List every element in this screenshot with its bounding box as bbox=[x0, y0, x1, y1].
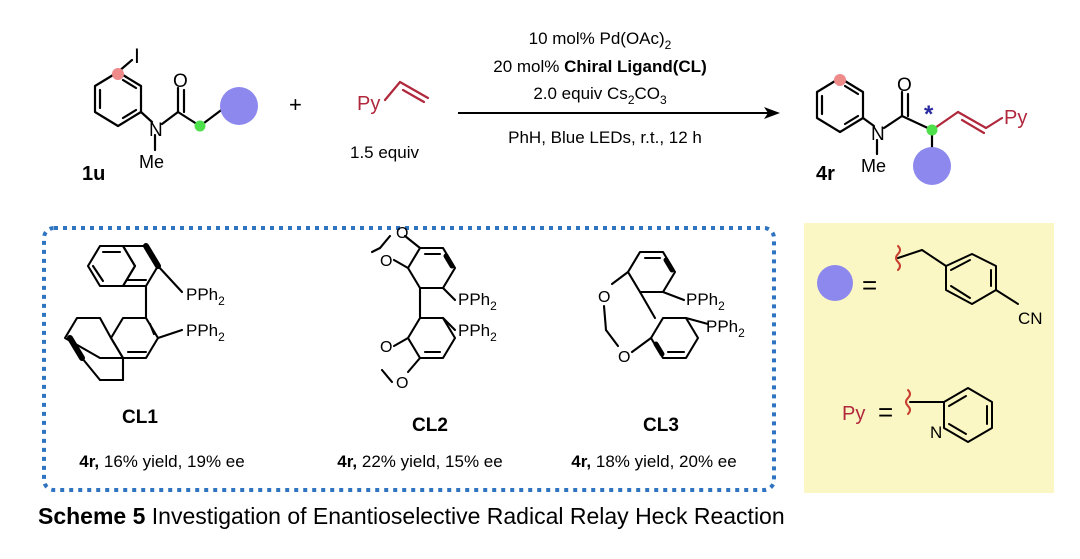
substrate-label: 1u bbox=[82, 163, 105, 185]
conditions-line4: PhH, Blue LEDs, r.t., 12 h bbox=[508, 128, 702, 147]
conditions-line2: 20 mol% Chiral Ligand(CL) bbox=[493, 57, 706, 76]
cl3-name: CL3 bbox=[643, 415, 679, 436]
cl2-pph2-bottom: PPh2 bbox=[458, 321, 497, 344]
green-dot-product bbox=[926, 124, 938, 136]
legend-equals-1: = bbox=[862, 270, 877, 300]
cl2-name: CL2 bbox=[412, 415, 448, 436]
scheme-caption: Scheme 5 Investigation of Enantioselecti… bbox=[38, 503, 785, 530]
cl3-pph2-bottom: PPh2 bbox=[706, 317, 745, 340]
stereo-mark: * bbox=[924, 101, 934, 128]
blue-dot-substituent bbox=[220, 87, 258, 125]
substrate-methyl: Me bbox=[139, 152, 164, 172]
legend-box bbox=[804, 223, 1054, 493]
cl3-result: 4r, 18% yield, 20% ee bbox=[571, 452, 736, 471]
ligand-cl1-structure bbox=[63, 243, 184, 382]
caption-bold: Scheme 5 bbox=[38, 503, 146, 529]
caption-text: Investigation of Enantioselective Radica… bbox=[145, 503, 785, 529]
product-methyl: Me bbox=[861, 156, 886, 176]
blue-dot-product bbox=[913, 147, 951, 185]
legend-pyridine bbox=[905, 387, 993, 443]
ligand-cl2-structure bbox=[370, 234, 457, 384]
product-4r bbox=[815, 76, 934, 156]
product-nitrogen: N bbox=[871, 124, 885, 145]
alkene-bonds bbox=[383, 80, 430, 104]
reaction-arrowhead bbox=[764, 107, 780, 119]
ligand-box bbox=[42, 226, 776, 492]
ligand-cl3-structure bbox=[602, 250, 710, 360]
cl3-oxygen-1: O bbox=[598, 289, 610, 306]
substrate-nitrogen: N bbox=[149, 120, 163, 141]
substrate-oxygen: O bbox=[173, 71, 188, 92]
cl3-oxygen-2: O bbox=[618, 349, 630, 366]
green-dot-alpha bbox=[194, 120, 206, 132]
plus-sign: + bbox=[289, 92, 302, 117]
product-oxygen: O bbox=[897, 75, 912, 96]
legend-cn: CN bbox=[1018, 309, 1043, 328]
legend-equals-2: = bbox=[878, 397, 893, 427]
cl2-oxygen-4: O bbox=[396, 375, 408, 392]
alkene-equiv: 1.5 equiv bbox=[350, 143, 419, 162]
substrate-iodo: I bbox=[134, 45, 140, 68]
legend-pyridine-nitrogen: N bbox=[930, 423, 942, 442]
cl2-oxygen-3: O bbox=[380, 339, 392, 356]
cl1-pph2-top: PPh2 bbox=[186, 285, 225, 308]
alkene-py: Py bbox=[357, 93, 380, 115]
product-alkene-bonds bbox=[930, 110, 1004, 135]
cl1-name: CL1 bbox=[122, 407, 158, 428]
pink-dot-product bbox=[834, 74, 846, 86]
legend-blue-dot bbox=[817, 265, 853, 301]
cl2-oxygen-1: O bbox=[396, 225, 408, 242]
cl2-oxygen-2: O bbox=[380, 253, 392, 270]
cl3-pph2-top: PPh2 bbox=[686, 290, 725, 313]
legend-benzyl-cn bbox=[895, 245, 1019, 305]
cl2-result: 4r, 22% yield, 15% ee bbox=[337, 452, 502, 471]
cl1-pph2-bottom: PPh2 bbox=[186, 321, 225, 344]
cl2-pph2-top: PPh2 bbox=[458, 290, 497, 313]
cl1-result: 4r, 16% yield, 19% ee bbox=[79, 452, 244, 471]
pink-dot-iodo bbox=[112, 68, 124, 80]
conditions-line3: 2.0 equiv Cs2CO3 bbox=[533, 84, 667, 107]
legend-py: Py bbox=[842, 403, 865, 425]
product-label: 4r bbox=[816, 163, 835, 185]
product-py: Py bbox=[1004, 107, 1027, 129]
conditions-line1: 10 mol% Pd(OAc)2 bbox=[529, 29, 672, 52]
